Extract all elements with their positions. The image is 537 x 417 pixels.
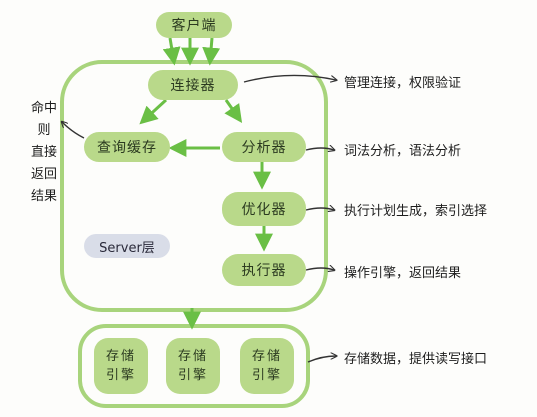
- connector-node: 连接器: [148, 70, 238, 100]
- arrow-note-engine: [307, 356, 336, 363]
- arrow-client-connector-3: [202, 37, 221, 66]
- optimizer-note: 执行计划生成，索引选择: [344, 204, 488, 219]
- cache-hit-line-3: 直接: [30, 145, 57, 160]
- cache-hit-line-2: 则: [37, 123, 51, 138]
- analyzer-node: 分析器: [222, 132, 306, 162]
- cache-hit-line-1: 命中: [30, 101, 57, 116]
- storage-engine-3: 存储引擎: [240, 338, 294, 394]
- cache-hit-line-5: 结果: [30, 189, 57, 204]
- arrow-cache-note: [62, 122, 85, 139]
- connector-note: 管理连接，权限验证: [344, 76, 462, 91]
- executor-node: 执行器: [222, 254, 306, 286]
- arrow-note-connector: [243, 74, 336, 82]
- engine-note: 存储数据，提供读写接口: [344, 352, 488, 367]
- arrow-note-optimizer: [305, 208, 334, 210]
- client-node: 客户端: [156, 12, 232, 38]
- arrow-note-analyzer: [305, 148, 334, 150]
- arrow-connector-analyzer: [224, 99, 243, 123]
- query-cache-node: 查询缓存: [84, 132, 170, 162]
- cache-hit-note: 命中 则 直接 返回 结果: [24, 98, 64, 208]
- arrow-connector-cache: [139, 98, 168, 125]
- analyzer-note: 词法分析，语法分析: [344, 144, 462, 159]
- executor-note: 操作引擎，返回结果: [344, 266, 462, 281]
- storage-engine-2: 存储引擎: [166, 338, 220, 394]
- optimizer-node: 优化器: [222, 192, 306, 226]
- storage-engine-1: 存储引擎: [94, 338, 148, 394]
- arrow-client-connector-1: [162, 37, 181, 66]
- arrow-note-executor: [305, 268, 334, 270]
- cache-hit-line-4: 返回: [30, 167, 57, 182]
- server-layer-label: Server层: [84, 234, 170, 258]
